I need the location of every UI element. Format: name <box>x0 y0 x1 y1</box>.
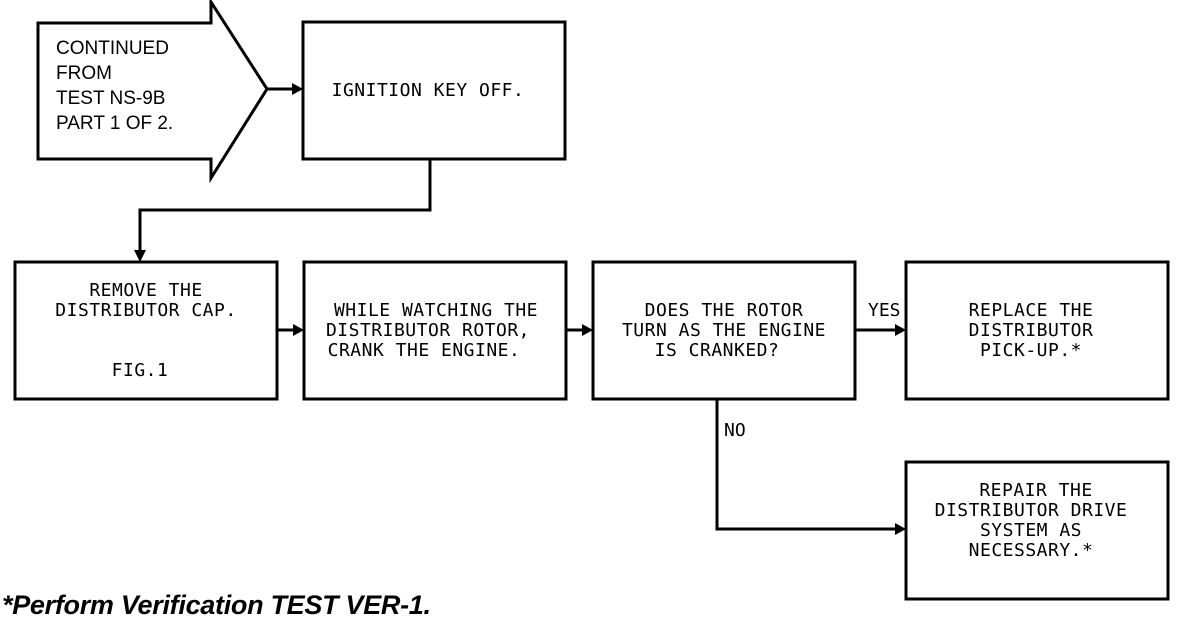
start-line-2: FROM <box>56 63 112 84</box>
step-ignition-line-1: IGNITION KEY OFF. <box>332 80 525 101</box>
verification-footnote: *Perform Verification TEST VER-1. <box>2 590 431 620</box>
figure-reference: FIG.1 <box>112 360 169 381</box>
connector-start-to-ignition <box>267 83 303 95</box>
result-repair-box: REPAIR THE DISTRIBUTOR DRIVE SYSTEM AS N… <box>904 460 1170 601</box>
result-replace-line-3: PICK-UP.* <box>980 340 1082 361</box>
step-watch-rotor-line-3: CRANK THE ENGINE. <box>328 340 521 361</box>
step-watch-rotor-line-1: WHILE WATCHING THE <box>334 300 538 321</box>
result-repair-line-2: DISTRIBUTOR DRIVE <box>935 500 1128 521</box>
result-repair-line-1: REPAIR THE <box>979 480 1092 501</box>
connector-decision-yes: YES <box>855 300 906 336</box>
connector-decision-no: NO <box>715 399 906 535</box>
start-line-3: TEST NS-9B <box>56 88 165 109</box>
result-repair-line-3: SYSTEM AS <box>980 520 1082 541</box>
step-ignition-box: IGNITION KEY OFF. <box>301 20 567 161</box>
connector-watch-rotor-to-decision <box>566 324 593 336</box>
decision-line-2: TURN AS THE ENGINE <box>622 320 826 341</box>
result-replace-box: REPLACE THE DISTRIBUTOR PICK-UP.* <box>904 260 1170 401</box>
start-arrow-block: CONTINUED FROM TEST NS-9B PART 1 OF 2. <box>36 0 269 184</box>
decision-line-1: DOES THE ROTOR <box>645 300 804 321</box>
step-remove-cap-line-1: REMOVE THE <box>89 280 202 301</box>
result-replace-line-2: DISTRIBUTOR <box>969 320 1094 341</box>
start-line-4: PART 1 OF 2. <box>56 113 173 134</box>
result-repair-line-4: NECESSARY.* <box>969 540 1094 561</box>
connector-remove-cap-to-watch-rotor <box>277 324 304 336</box>
yes-label: YES <box>868 300 901 321</box>
no-label: NO <box>724 420 746 441</box>
step-remove-cap-line-2: DISTRIBUTOR CAP. <box>55 300 236 321</box>
step-watch-rotor-line-2: DISTRIBUTOR ROTOR, <box>326 320 530 341</box>
connector-ignition-to-remove-cap <box>134 159 432 262</box>
decision-rotor-box: DOES THE ROTOR TURN AS THE ENGINE IS CRA… <box>591 260 857 401</box>
step-watch-rotor-box: WHILE WATCHING THE DISTRIBUTOR ROTOR, CR… <box>302 260 568 401</box>
result-replace-line-1: REPLACE THE <box>969 300 1094 321</box>
start-line-1: CONTINUED <box>56 38 169 59</box>
step-remove-cap-box: REMOVE THE DISTRIBUTOR CAP. FIG.1 <box>13 260 279 401</box>
decision-line-3: IS CRANKED? <box>655 340 780 361</box>
